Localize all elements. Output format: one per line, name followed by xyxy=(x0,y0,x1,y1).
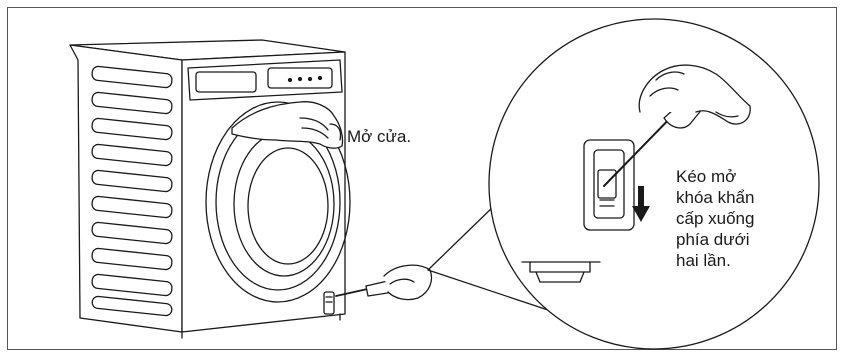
pull-release-line: hai lần. xyxy=(676,250,816,271)
pull-release-line: cấp xuống xyxy=(676,208,816,229)
pull-release-line: khóa khẩn xyxy=(676,187,816,208)
washing-machine-icon xyxy=(70,40,350,338)
pull-release-label: Kéo mở khóa khẩn cấp xuống phía dưới hai… xyxy=(676,166,816,271)
screwdriver-icon xyxy=(336,265,432,299)
pull-release-line: phía dưới xyxy=(676,229,816,250)
pull-release-line: Kéo mở xyxy=(676,166,816,187)
open-door-label: Mở cửa. xyxy=(347,126,411,147)
